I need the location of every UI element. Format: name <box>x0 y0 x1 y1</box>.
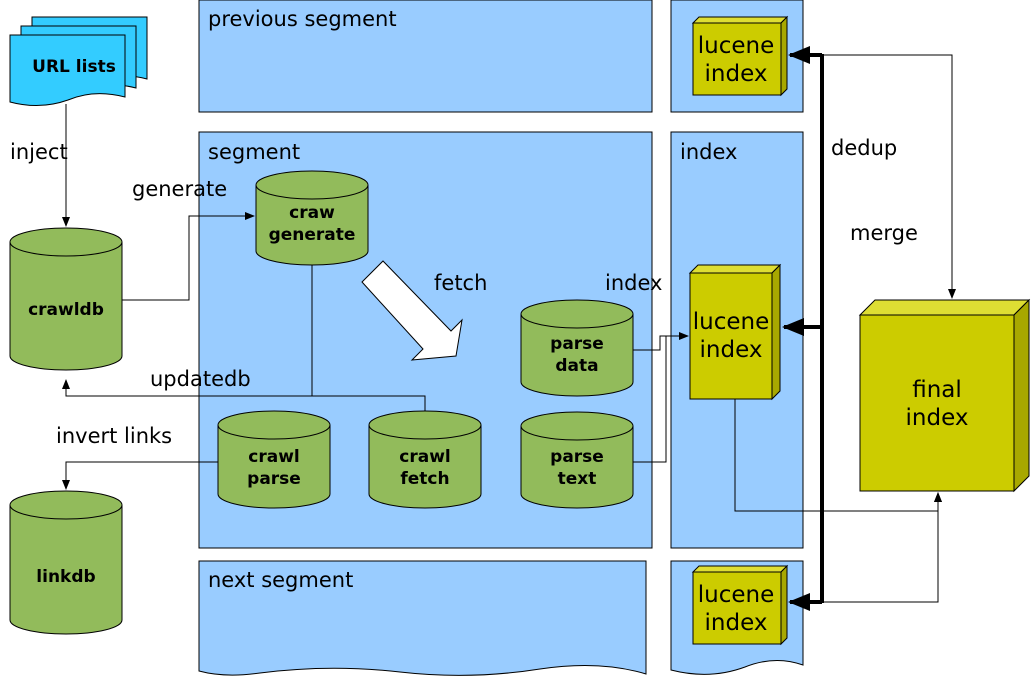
lucene-index-middle-label-1: lucene <box>693 309 770 335</box>
lucene-index-top <box>691 15 789 97</box>
craw-generate-label-2: generate <box>269 225 356 245</box>
next-segment-label: next segment <box>208 568 353 592</box>
parse-text-database <box>520 411 634 509</box>
crawl-parse-label-1: crawl <box>248 447 299 467</box>
parse-text-label-2: text <box>558 469 597 489</box>
linkdb-label: linkdb <box>36 567 95 587</box>
bottom-to-final-line <box>823 492 942 603</box>
craw-generate-label-1: craw <box>289 203 335 223</box>
parse-data-database <box>520 299 634 397</box>
parse-data-label-2: data <box>555 356 598 376</box>
index-arrow-label: index <box>605 271 662 295</box>
invert-links-arrow <box>62 461 218 490</box>
previous-segment-label: previous segment <box>208 7 397 31</box>
final-index-label-2: index <box>906 405 969 431</box>
lucene-index-middle-label-2: index <box>700 337 763 363</box>
parse-text-to-index-line <box>633 336 667 463</box>
lucene-index-middle <box>688 263 782 401</box>
crawl-parse-label-2: parse <box>247 469 301 489</box>
lucene-index-bottom <box>691 564 789 646</box>
lucene-index-bottom-label-2: index <box>705 610 768 636</box>
lucene-index-top-label-2: index <box>705 61 768 87</box>
parse-data-label-1: parse <box>550 334 604 354</box>
crawl-fetch-label-2: fetch <box>400 469 449 489</box>
parse-text-label-1: parse <box>550 447 604 467</box>
generate-label: generate <box>132 177 227 201</box>
fetch-label: fetch <box>434 271 487 295</box>
lucene-index-top-label-1: lucene <box>698 33 775 59</box>
craw-generate-database <box>255 170 369 266</box>
crawl-fetch-label-1: crawl <box>399 447 450 467</box>
updatedb-arrow <box>62 379 426 411</box>
crawldb-database <box>9 227 123 371</box>
merge-label: merge <box>850 221 918 245</box>
previous-segment-panel <box>198 0 653 113</box>
url-lists-doc-stack <box>9 16 148 106</box>
inject-label: inject <box>10 140 68 164</box>
updatedb-label: updatedb <box>150 367 251 391</box>
parse-data-to-index-arrow <box>633 332 689 351</box>
crawldb-label: crawldb <box>28 300 104 320</box>
fetch-arrow <box>361 260 463 361</box>
index-panel-label: index <box>680 140 737 164</box>
final-index-label-1: final <box>912 377 962 403</box>
crawl-fetch-database <box>368 410 482 509</box>
crawl-parse-database <box>217 410 331 509</box>
url-lists-label: URL lists <box>32 57 116 77</box>
lucene-index-bottom-label-1: lucene <box>698 582 775 608</box>
dedup-label: dedup <box>831 136 897 160</box>
invert-links-label: invert links <box>56 424 172 448</box>
merge-arrow <box>823 54 956 299</box>
linkdb-database <box>9 490 123 635</box>
next-segment-panel <box>198 560 647 676</box>
segment-label: segment <box>208 140 300 164</box>
generate-arrow <box>122 212 255 301</box>
final-index <box>858 298 1031 493</box>
